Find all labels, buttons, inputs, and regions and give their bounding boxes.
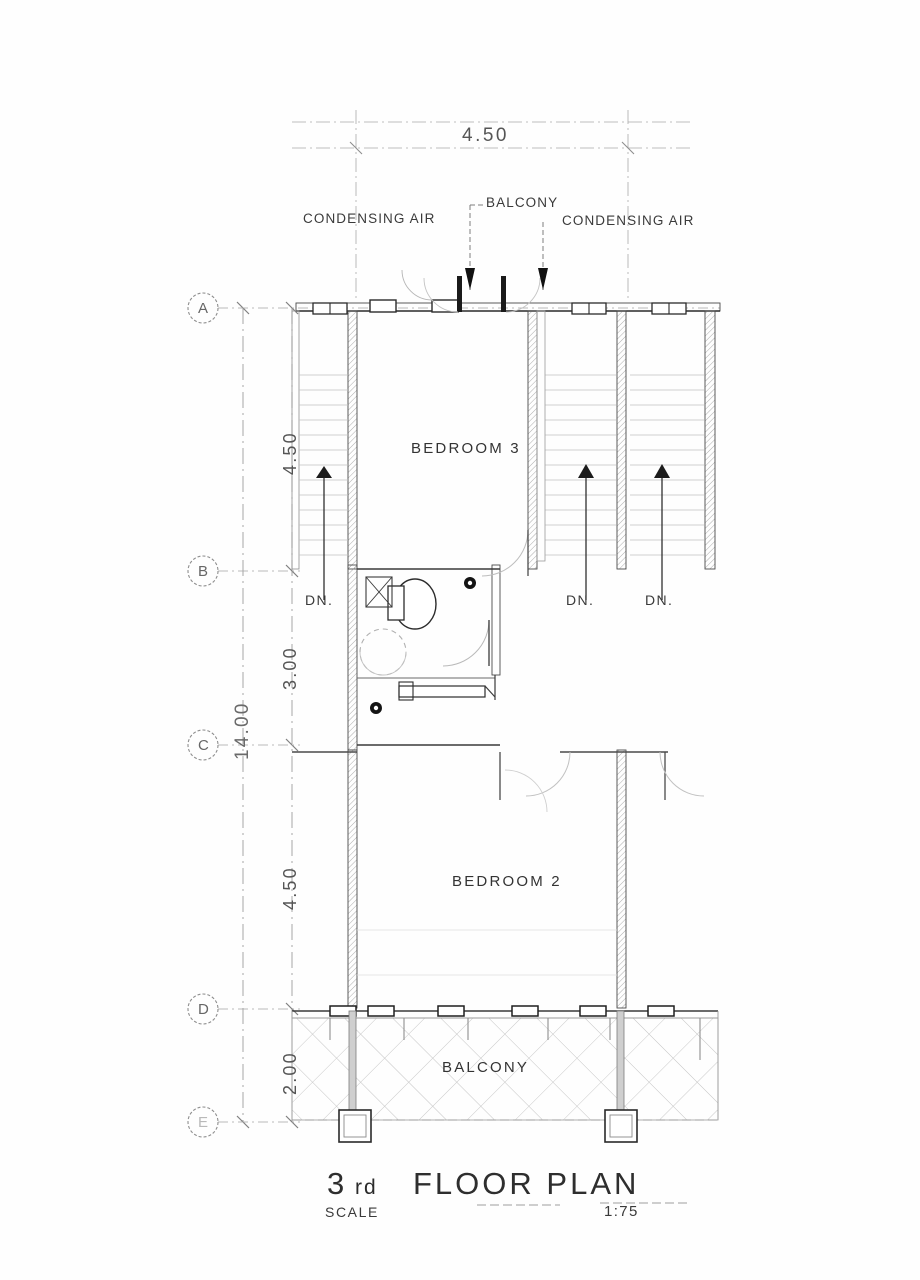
title-text: FLOOR PLAN bbox=[413, 1166, 640, 1201]
grid-bubble-e: E bbox=[198, 1114, 209, 1131]
balcony-columns bbox=[338, 1109, 638, 1143]
room-label-balcony: BALCONY bbox=[442, 1059, 530, 1076]
stair-right-inner bbox=[536, 310, 616, 600]
stair-left bbox=[299, 374, 348, 600]
room-label-bedroom-3: BEDROOM 3 bbox=[411, 440, 521, 457]
title-suffix: rd bbox=[355, 1176, 378, 1199]
stair-label-dn-mid: DN. bbox=[566, 592, 595, 608]
grid-bubble-d: D bbox=[198, 1001, 209, 1018]
grid-bubble-c: C bbox=[198, 737, 209, 754]
bedroom2-floor-lines bbox=[357, 929, 617, 976]
vertical-dimension-chain bbox=[218, 301, 720, 1129]
title-number: 3 bbox=[327, 1166, 348, 1201]
windows-top-wall bbox=[312, 269, 687, 315]
stair-right-outer bbox=[630, 374, 704, 600]
door-swing-bedroom3 bbox=[481, 529, 529, 577]
title-scale-ratio: 1:75 bbox=[604, 1203, 639, 1220]
note-balcony-top: BALCONY bbox=[486, 195, 559, 210]
grid-bubble-a: A bbox=[198, 300, 209, 317]
title-scale-label: SCALE bbox=[325, 1204, 379, 1220]
dimension-b-to-c: 3.00 bbox=[280, 646, 300, 690]
note-arrowheads bbox=[465, 268, 548, 290]
note-condensing-air-left: CONDENSING AIR bbox=[303, 211, 436, 226]
dimension-c-to-d: 4.50 bbox=[280, 866, 300, 910]
balcony-railing-units bbox=[329, 1005, 701, 1060]
note-leader-lines bbox=[469, 204, 544, 290]
top-dimension-ticks bbox=[349, 141, 635, 155]
balcony-floor bbox=[291, 1017, 719, 1121]
dimension-grid-lines bbox=[292, 110, 690, 300]
grid-bubble-b: B bbox=[198, 563, 209, 580]
dimension-top-width: 4.50 bbox=[462, 125, 509, 146]
bathroom-fixtures bbox=[359, 576, 496, 714]
dimension-overall-height: 14.00 bbox=[232, 701, 253, 760]
room-label-bedroom-2: BEDROOM 2 bbox=[452, 873, 562, 890]
grid-bubble-circles bbox=[187, 292, 219, 1138]
stair-label-dn-right: DN. bbox=[645, 592, 674, 608]
dimension-d-to-e: 2.00 bbox=[280, 1051, 300, 1095]
stair-label-dn-left: DN. bbox=[305, 592, 334, 608]
note-condensing-air-right: CONDENSING AIR bbox=[562, 213, 695, 228]
dimension-a-to-b: 4.50 bbox=[280, 431, 300, 475]
door-swings-bedroom2 bbox=[504, 751, 705, 813]
title-underline bbox=[477, 1202, 690, 1206]
building-walls bbox=[291, 302, 721, 1121]
